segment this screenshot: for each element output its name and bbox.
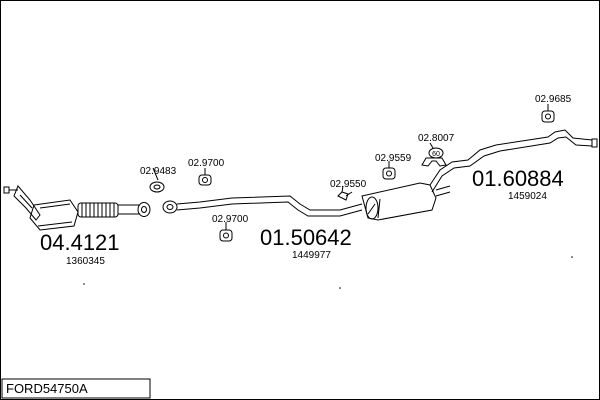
diagram-title: FORD54750A (6, 381, 88, 396)
rear-silencer-part[interactable] (429, 129, 598, 193)
fitting-label-02-9559: 02.9559 (375, 153, 412, 164)
fitting-02-9483-clamp[interactable] (149, 167, 165, 193)
fitting-02-9550-bracket[interactable] (337, 185, 353, 201)
fitting-label-02-9700-top: 02.9700 (188, 158, 225, 169)
fitting-02-9685-hanger[interactable] (541, 104, 555, 123)
fitting-02-8007-badge: 60 (432, 151, 440, 158)
part-code-middle: 01.50642 (260, 225, 352, 250)
fitting-02-8007-clamp[interactable] (421, 142, 447, 167)
fitting-02-9700-bottom-hanger[interactable] (219, 222, 233, 242)
part-oe-rear: 1459024 (508, 191, 547, 202)
part-oe-catalytic: 1360345 (66, 256, 105, 267)
fitting-02-9700-top-hanger[interactable] (198, 168, 212, 186)
part-code-catalytic: 04.4121 (40, 230, 120, 255)
marker-dot (571, 256, 573, 258)
marker-dot (83, 283, 85, 285)
fitting-02-9559-hanger[interactable] (382, 161, 396, 180)
part-code-rear: 01.60884 (472, 166, 564, 191)
fitting-label-02-9550: 02.9550 (330, 179, 367, 190)
middle-pipe-part[interactable] (162, 182, 451, 221)
title-box (1, 378, 151, 399)
fitting-label-02-8007: 02.8007 (418, 133, 455, 144)
fitting-label-02-9700-bottom: 02.9700 (212, 214, 249, 225)
fitting-label-02-9685: 02.9685 (535, 94, 572, 105)
fitting-label-02-9483: 02.9483 (140, 166, 177, 177)
part-oe-middle: 1449977 (292, 250, 331, 261)
catalytic-converter-part[interactable] (3, 185, 151, 231)
marker-dot (339, 287, 341, 289)
